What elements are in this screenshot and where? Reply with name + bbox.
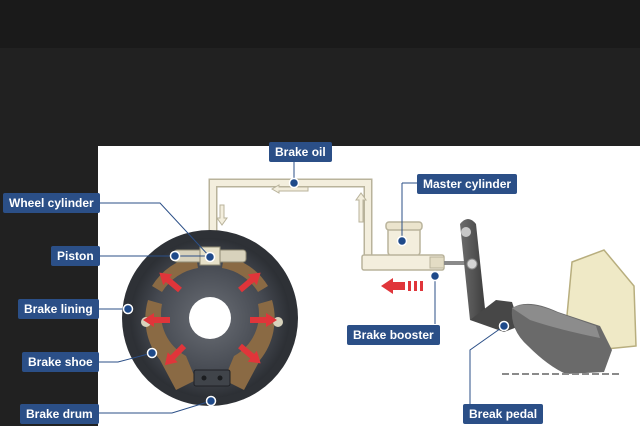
marker-brake-oil xyxy=(288,177,300,189)
label-brake-booster: Brake booster xyxy=(347,325,440,345)
label-wheel-cylinder: Wheel cylinder xyxy=(3,193,100,213)
marker-brake-lining xyxy=(122,303,134,315)
flow-arrow-up xyxy=(355,192,367,223)
label-brake-shoe: Brake shoe xyxy=(22,352,99,372)
brake-pedal xyxy=(460,219,520,332)
top-band xyxy=(0,0,640,48)
marker-brake-booster xyxy=(429,270,441,282)
label-master-cylinder: Master cylinder xyxy=(417,174,518,194)
flow-arrow-left xyxy=(270,184,309,194)
marker-brake-drum xyxy=(205,395,217,407)
label-brake-lining: Brake lining xyxy=(18,299,99,319)
master-cylinder xyxy=(361,221,472,271)
marker-dots xyxy=(122,177,510,407)
marker-wheel-cylinder xyxy=(204,251,216,263)
brake-booster-arrow xyxy=(381,278,423,294)
label-brake-drum: Brake drum xyxy=(20,404,99,424)
label-break-pedal: Break pedal xyxy=(463,404,544,424)
foot-shoe xyxy=(511,249,637,374)
marker-piston xyxy=(169,250,181,262)
marker-brake-shoe xyxy=(146,347,158,359)
marker-master-cylinder xyxy=(396,235,408,247)
label-piston: Piston xyxy=(51,246,100,266)
flow-arrow-down xyxy=(216,204,228,226)
force-arrows xyxy=(143,272,277,366)
marker-break-pedal xyxy=(498,320,510,332)
label-brake-oil: Brake oil xyxy=(269,142,332,162)
